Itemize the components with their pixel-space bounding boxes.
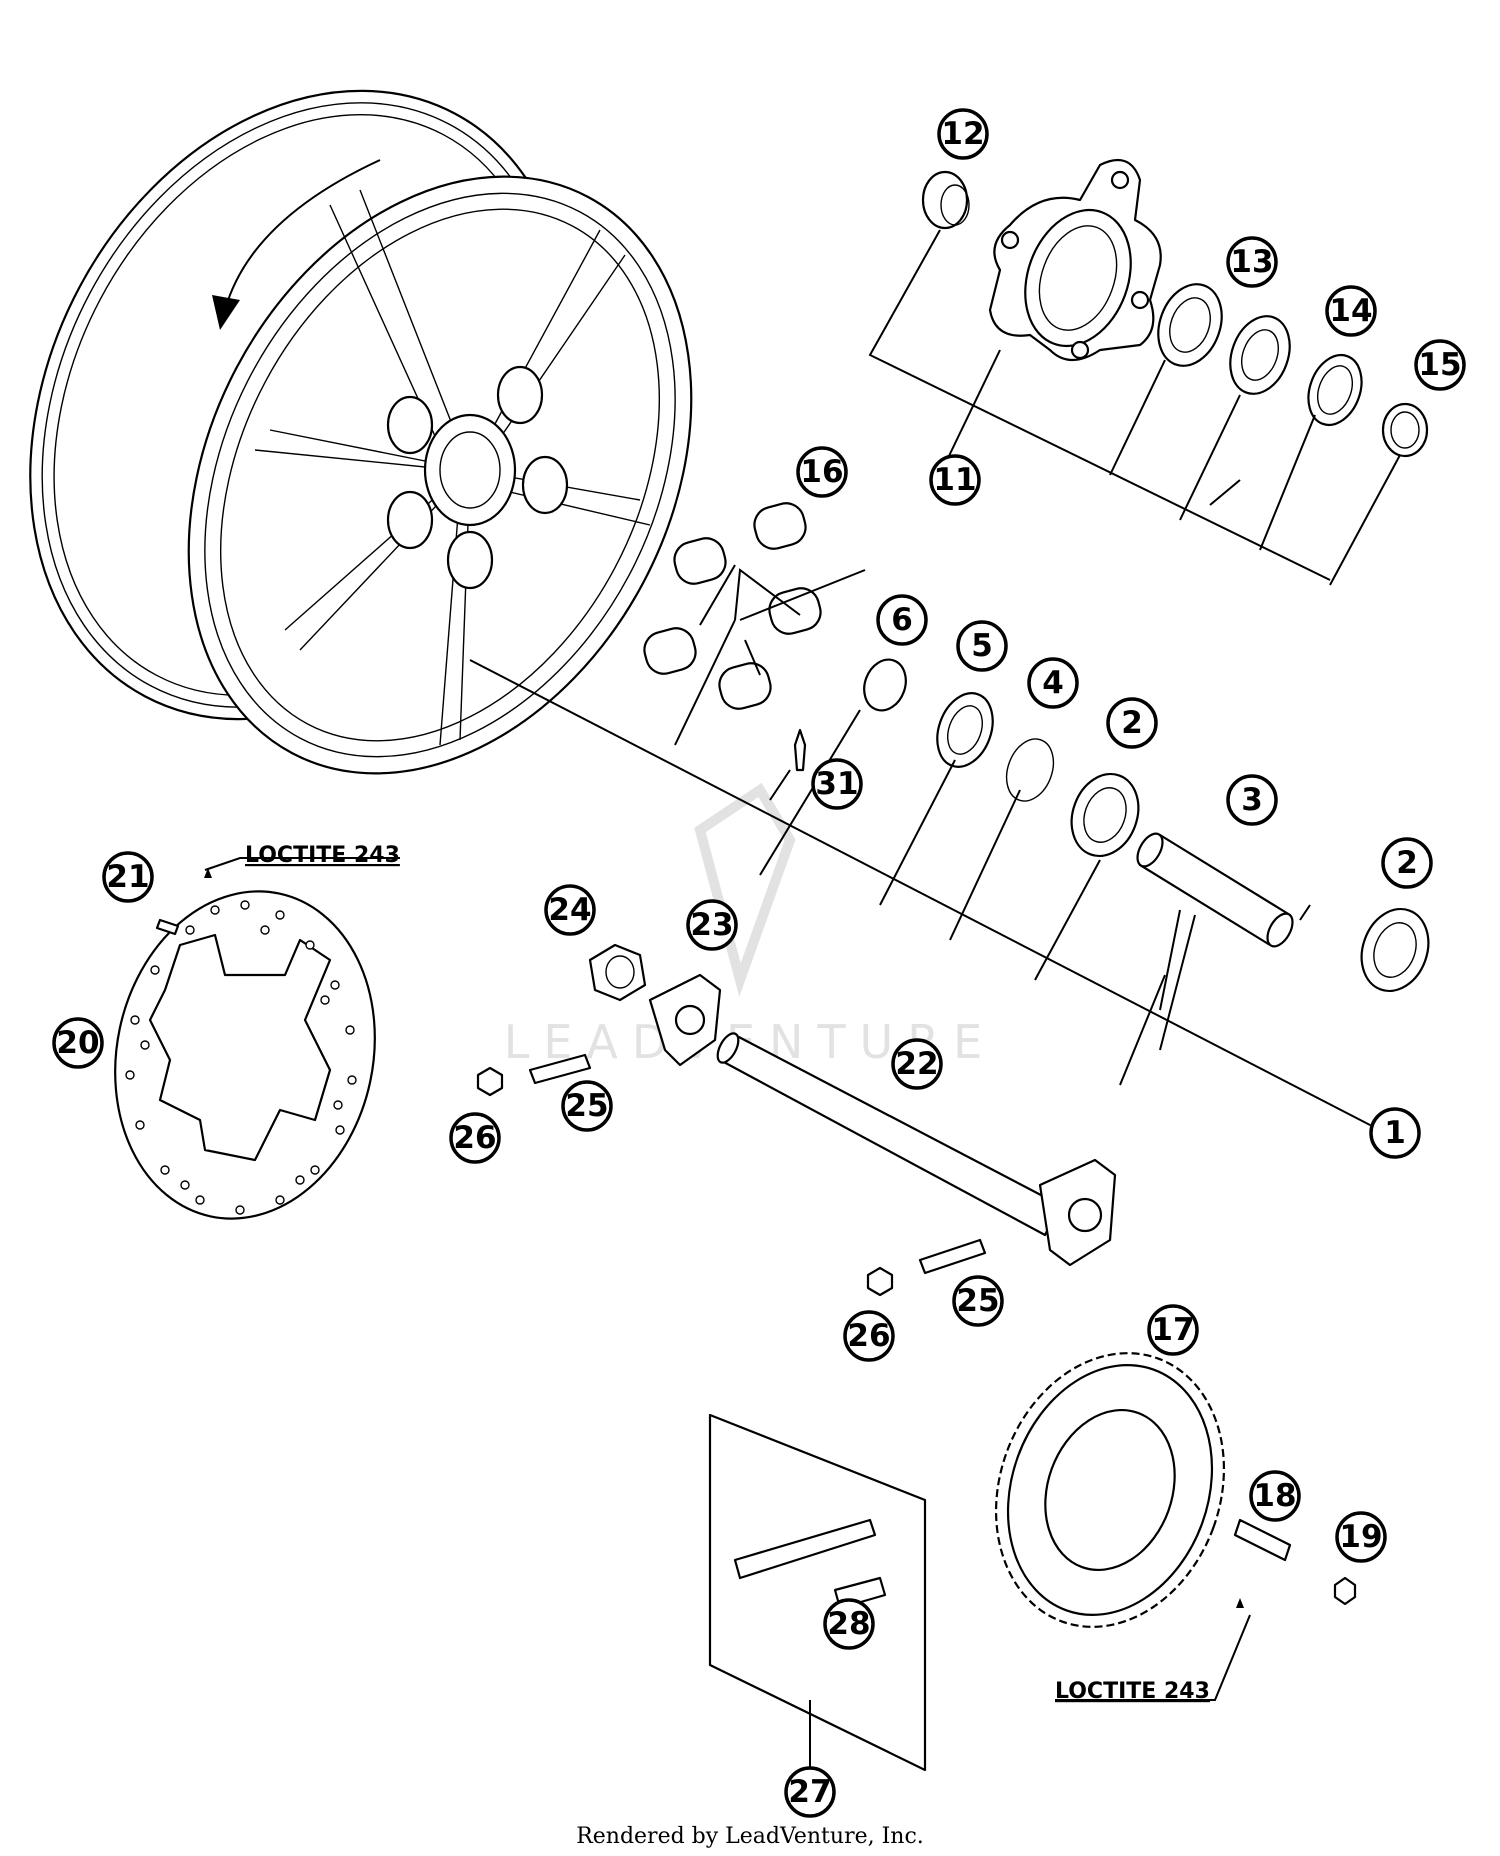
callout-23-label: 23	[690, 907, 733, 943]
callout-2a-label: 2	[1121, 705, 1143, 741]
callout-26b-label: 26	[847, 1318, 890, 1354]
spacer-tube-3	[1136, 832, 1294, 948]
callout-26a: 26	[449, 1112, 501, 1164]
chain-adjuster-23	[648, 973, 722, 1067]
callout-14: 14	[1325, 285, 1377, 337]
bearing-2-left	[1070, 772, 1140, 858]
callout-6-label: 6	[891, 602, 913, 638]
rear-wheel	[29, 89, 693, 775]
callout-21-label: 21	[106, 859, 149, 895]
rear-axle-22	[716, 1032, 1117, 1267]
adjuster-screw-25a	[528, 1053, 592, 1085]
callout-19: 19	[1335, 1511, 1387, 1563]
callout-25a: 25	[561, 1080, 613, 1132]
callout-1-label: 1	[1384, 1115, 1406, 1151]
callout-26a-label: 26	[453, 1120, 496, 1156]
callout-22: 22	[891, 1038, 943, 1090]
spacer-6	[863, 658, 907, 712]
callout-22-label: 22	[895, 1046, 938, 1082]
callout-16: 16	[796, 446, 848, 498]
callout-21: 21	[102, 851, 154, 903]
callout-28: 28	[823, 1598, 875, 1650]
callout-31-label: 31	[815, 766, 858, 802]
disc-screw-21	[155, 918, 180, 936]
bearing-2-right	[1360, 907, 1430, 993]
sprocket-bolt-18	[1233, 1518, 1292, 1562]
callout-15: 15	[1414, 339, 1466, 391]
shaft-seal-5	[936, 692, 994, 768]
callout-4-label: 4	[1042, 665, 1064, 701]
rubber-dampers-16	[643, 502, 822, 710]
loctite-note-sprocket: LOCTITE 243	[1055, 1679, 1210, 1704]
callout-24-label: 24	[548, 892, 591, 928]
callout-27: 27	[784, 1766, 836, 1818]
callout-2a: 2	[1106, 697, 1158, 749]
callout-14-label: 14	[1329, 293, 1372, 329]
leader-lines	[204, 229, 1401, 1770]
callout-13-label: 13	[1230, 244, 1273, 280]
callout-25b: 25	[952, 1275, 1004, 1327]
callout-15-label: 15	[1418, 347, 1461, 383]
callout-16-label: 16	[800, 454, 843, 490]
rear-sprocket-17	[994, 1352, 1226, 1628]
nut-19	[1333, 1576, 1357, 1606]
adjuster-screw-25b	[918, 1238, 987, 1275]
spacer-12	[921, 170, 970, 230]
callout-4: 4	[1027, 657, 1079, 709]
callout-3: 3	[1226, 774, 1278, 826]
callout-18: 18	[1249, 1470, 1301, 1522]
callout-26b: 26	[843, 1310, 895, 1362]
callout-25b-label: 25	[956, 1283, 999, 1319]
callout-5: 5	[956, 620, 1008, 672]
callout-12: 12	[937, 108, 989, 160]
loctite-drop-icon	[204, 868, 212, 878]
callout-27-label: 27	[788, 1774, 831, 1810]
axle-nut-24	[588, 943, 647, 1002]
callout-20-label: 20	[56, 1025, 99, 1061]
callout-23: 23	[686, 899, 738, 951]
callout-25a-label: 25	[565, 1088, 608, 1124]
callout-5-label: 5	[971, 628, 993, 664]
callout-11-label: 11	[933, 462, 976, 498]
loctite-drop-icon	[1236, 1598, 1244, 1608]
callout-18-label: 18	[1253, 1478, 1296, 1514]
callout-28-label: 28	[827, 1606, 870, 1642]
sprocket-carrier	[988, 158, 1162, 362]
callout-13: 13	[1226, 236, 1278, 288]
brake-disc	[114, 890, 376, 1220]
render-credit: Rendered by LeadVenture, Inc.	[576, 1824, 924, 1849]
callout-11: 11	[929, 454, 981, 506]
chain-set-27	[708, 1413, 927, 1772]
callout-19-label: 19	[1339, 1519, 1382, 1555]
callout-20: 20	[52, 1017, 104, 1069]
callout-12-label: 12	[941, 116, 984, 152]
nut-26a	[476, 1066, 504, 1097]
callout-3-label: 3	[1241, 782, 1263, 818]
nut-26b	[866, 1266, 894, 1297]
callout-24: 24	[544, 884, 596, 936]
callout-6: 6	[876, 594, 928, 646]
callout-17: 17	[1147, 1304, 1199, 1356]
callout-1: 1	[1369, 1107, 1421, 1159]
callout-2b: 2	[1381, 837, 1433, 889]
spacer-15	[1381, 402, 1429, 458]
shaft-seal-14	[1307, 354, 1363, 426]
circlip-4	[1005, 738, 1055, 802]
valve-31	[793, 728, 807, 772]
callout-2b-label: 2	[1396, 845, 1418, 881]
loctite-note-brake-disc: LOCTITE 243	[245, 843, 400, 868]
callout-17-label: 17	[1151, 1312, 1194, 1348]
bearing-13	[1157, 283, 1291, 395]
callout-31: 31	[811, 758, 863, 810]
